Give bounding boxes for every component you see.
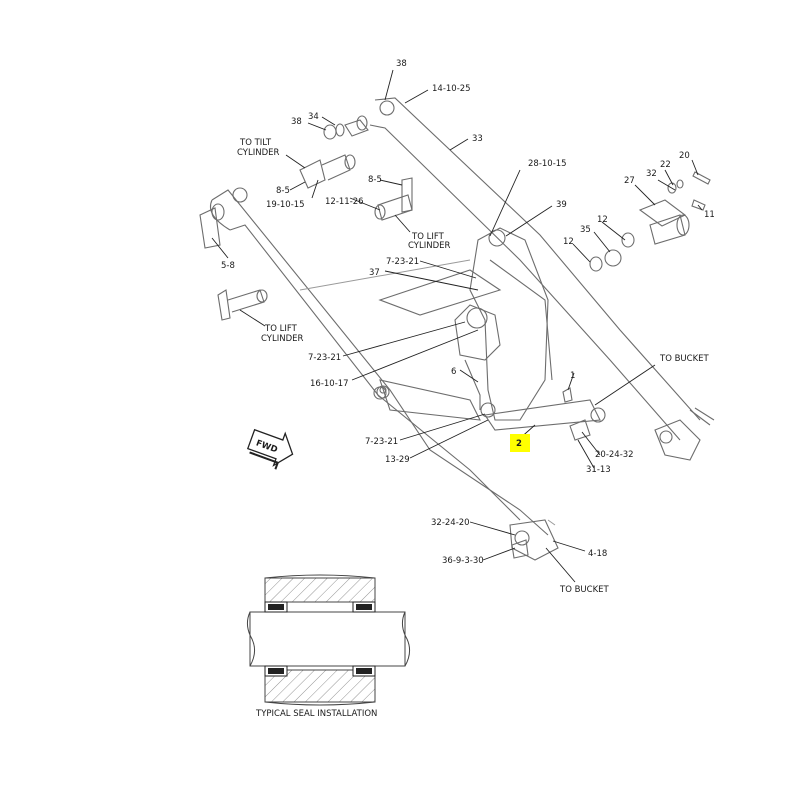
callout-14-10-25: 14-10-25: [432, 84, 471, 94]
callout-33: 33: [472, 134, 483, 144]
callout-11: 11: [704, 210, 715, 220]
callout-12-upper: 12: [597, 215, 608, 225]
fwd-arrow: FWD: [246, 428, 294, 470]
note-to-lift-cylinder-b-line2: CYLINDER: [261, 334, 303, 344]
callout-12-11-26: 12-11-26: [325, 197, 364, 207]
callout-36-9-3-30: 36-9-3-30: [442, 556, 484, 566]
pins-and-seals: [199, 115, 711, 559]
callout-35: 35: [580, 225, 591, 235]
callout-39: 39: [556, 200, 567, 210]
callout-31-13: 31-13: [586, 465, 611, 475]
note-to-lift-cylinder-a-line2: CYLINDER: [408, 241, 450, 251]
callout-8-5-right: 8-5: [368, 175, 382, 185]
seal-caption: TYPICAL SEAL INSTALLATION: [255, 709, 377, 719]
callout-22: 22: [660, 160, 671, 170]
callout-13-29: 13-29: [385, 455, 410, 465]
callout-32-24-20: 32-24-20: [431, 518, 470, 528]
callout-27: 27: [624, 176, 635, 186]
callout-32-right: 32: [646, 169, 657, 179]
callout-4-18: 4-18: [588, 549, 607, 559]
callout-20-right: 20: [679, 151, 690, 161]
leader-lines: [211, 69, 703, 583]
callout-37: 37: [369, 268, 380, 278]
callout-8-5-left: 8-5: [276, 186, 290, 196]
callout-38-top: 38: [396, 59, 407, 69]
callout-5-8: 5-8: [221, 261, 235, 271]
callout-28-10-15: 28-10-15: [528, 159, 567, 169]
callout-19-10-15: 19-10-15: [266, 200, 305, 210]
callout-12-lower: 12: [563, 237, 574, 247]
callout-2-highlight: [510, 434, 530, 452]
note-to-tilt-cylinder-line2: CYLINDER: [237, 148, 279, 158]
callout-7-23-21-middle: 7-23-21: [308, 353, 341, 363]
lift-arm-assembly: [209, 97, 715, 561]
note-to-bucket-right: TO BUCKET: [659, 354, 710, 364]
callout-38-left: 38: [291, 117, 302, 127]
callout-7-23-21-lower: 7-23-21: [365, 437, 398, 447]
seal-installation-detail: TYPICAL SEAL INSTALLATION: [246, 574, 411, 719]
callout-20-24-32: 20-24-32: [595, 450, 634, 460]
note-to-tilt-cylinder-line1: TO TILT: [239, 138, 272, 148]
callout-6: 6: [451, 367, 456, 377]
callout-34: 34: [308, 112, 319, 122]
note-texts: TO TILT CYLINDER TO LIFT CYLINDER TO LIF…: [237, 138, 710, 595]
callout-16-10-17: 16-10-17: [310, 379, 349, 389]
note-to-lift-cylinder-b-line1: TO LIFT: [264, 324, 298, 334]
callout-2: 2: [516, 439, 522, 449]
callout-labels: 38 14-10-25 34 38 33 28-10-15 20 22 32 2…: [221, 59, 715, 566]
callout-1: 1: [570, 371, 575, 381]
note-to-lift-cylinder-a-line1: TO LIFT: [411, 232, 445, 242]
note-to-bucket-lower: TO BUCKET: [559, 585, 610, 595]
callout-7-23-21-upper: 7-23-21: [386, 257, 419, 267]
